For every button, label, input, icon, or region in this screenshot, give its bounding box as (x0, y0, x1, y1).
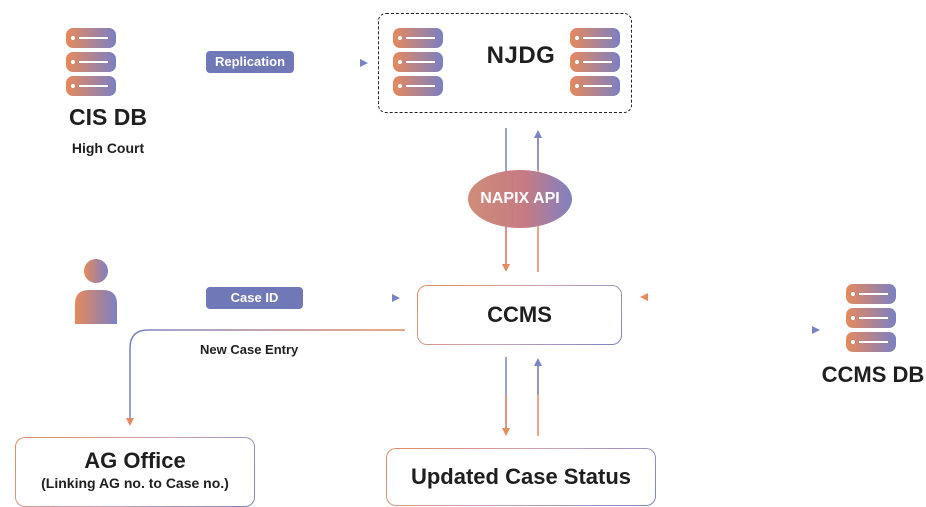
ag-office-title: AG Office (84, 448, 186, 473)
napix-api-node: NAPIX API (468, 170, 572, 228)
ag-office-box: AG Office (Linking AG no. to Case no.) (15, 437, 255, 507)
cis-db-title: CIS DB (69, 104, 147, 130)
ccms-db-label: CCMS DB (821, 362, 925, 387)
updated-case-status-box: Updated Case Status (386, 448, 656, 506)
ccms-to-status-arrow (502, 357, 510, 436)
ag-office-subtitle: (Linking AG no. to Case no.) (41, 475, 229, 491)
ccms-box: CCMS (417, 285, 622, 345)
cis-db-database-icon (66, 28, 116, 96)
njdg-left-database-icon (393, 28, 443, 96)
new-case-entry-arrow (126, 329, 405, 426)
replication-label: Replication (206, 51, 294, 73)
njdg-label: NJDG (486, 42, 556, 69)
ccms-db-database-icon (846, 284, 896, 352)
user-icon (75, 259, 117, 324)
ccmsdb-to-ccms-arrow (640, 293, 812, 301)
status-to-ccms-arrow (534, 358, 542, 436)
case-id-label: Case ID (206, 287, 303, 309)
updated-case-status-label: Updated Case Status (410, 464, 632, 489)
new-case-entry-label: New Case Entry (200, 342, 299, 357)
cis-db-subtitle: High Court (71, 140, 145, 156)
ccms-label: CCMS (487, 302, 552, 327)
njdg-right-database-icon (570, 28, 620, 96)
njdg-container (378, 13, 632, 113)
ccms-to-ccmsdb-arrow (638, 326, 820, 334)
